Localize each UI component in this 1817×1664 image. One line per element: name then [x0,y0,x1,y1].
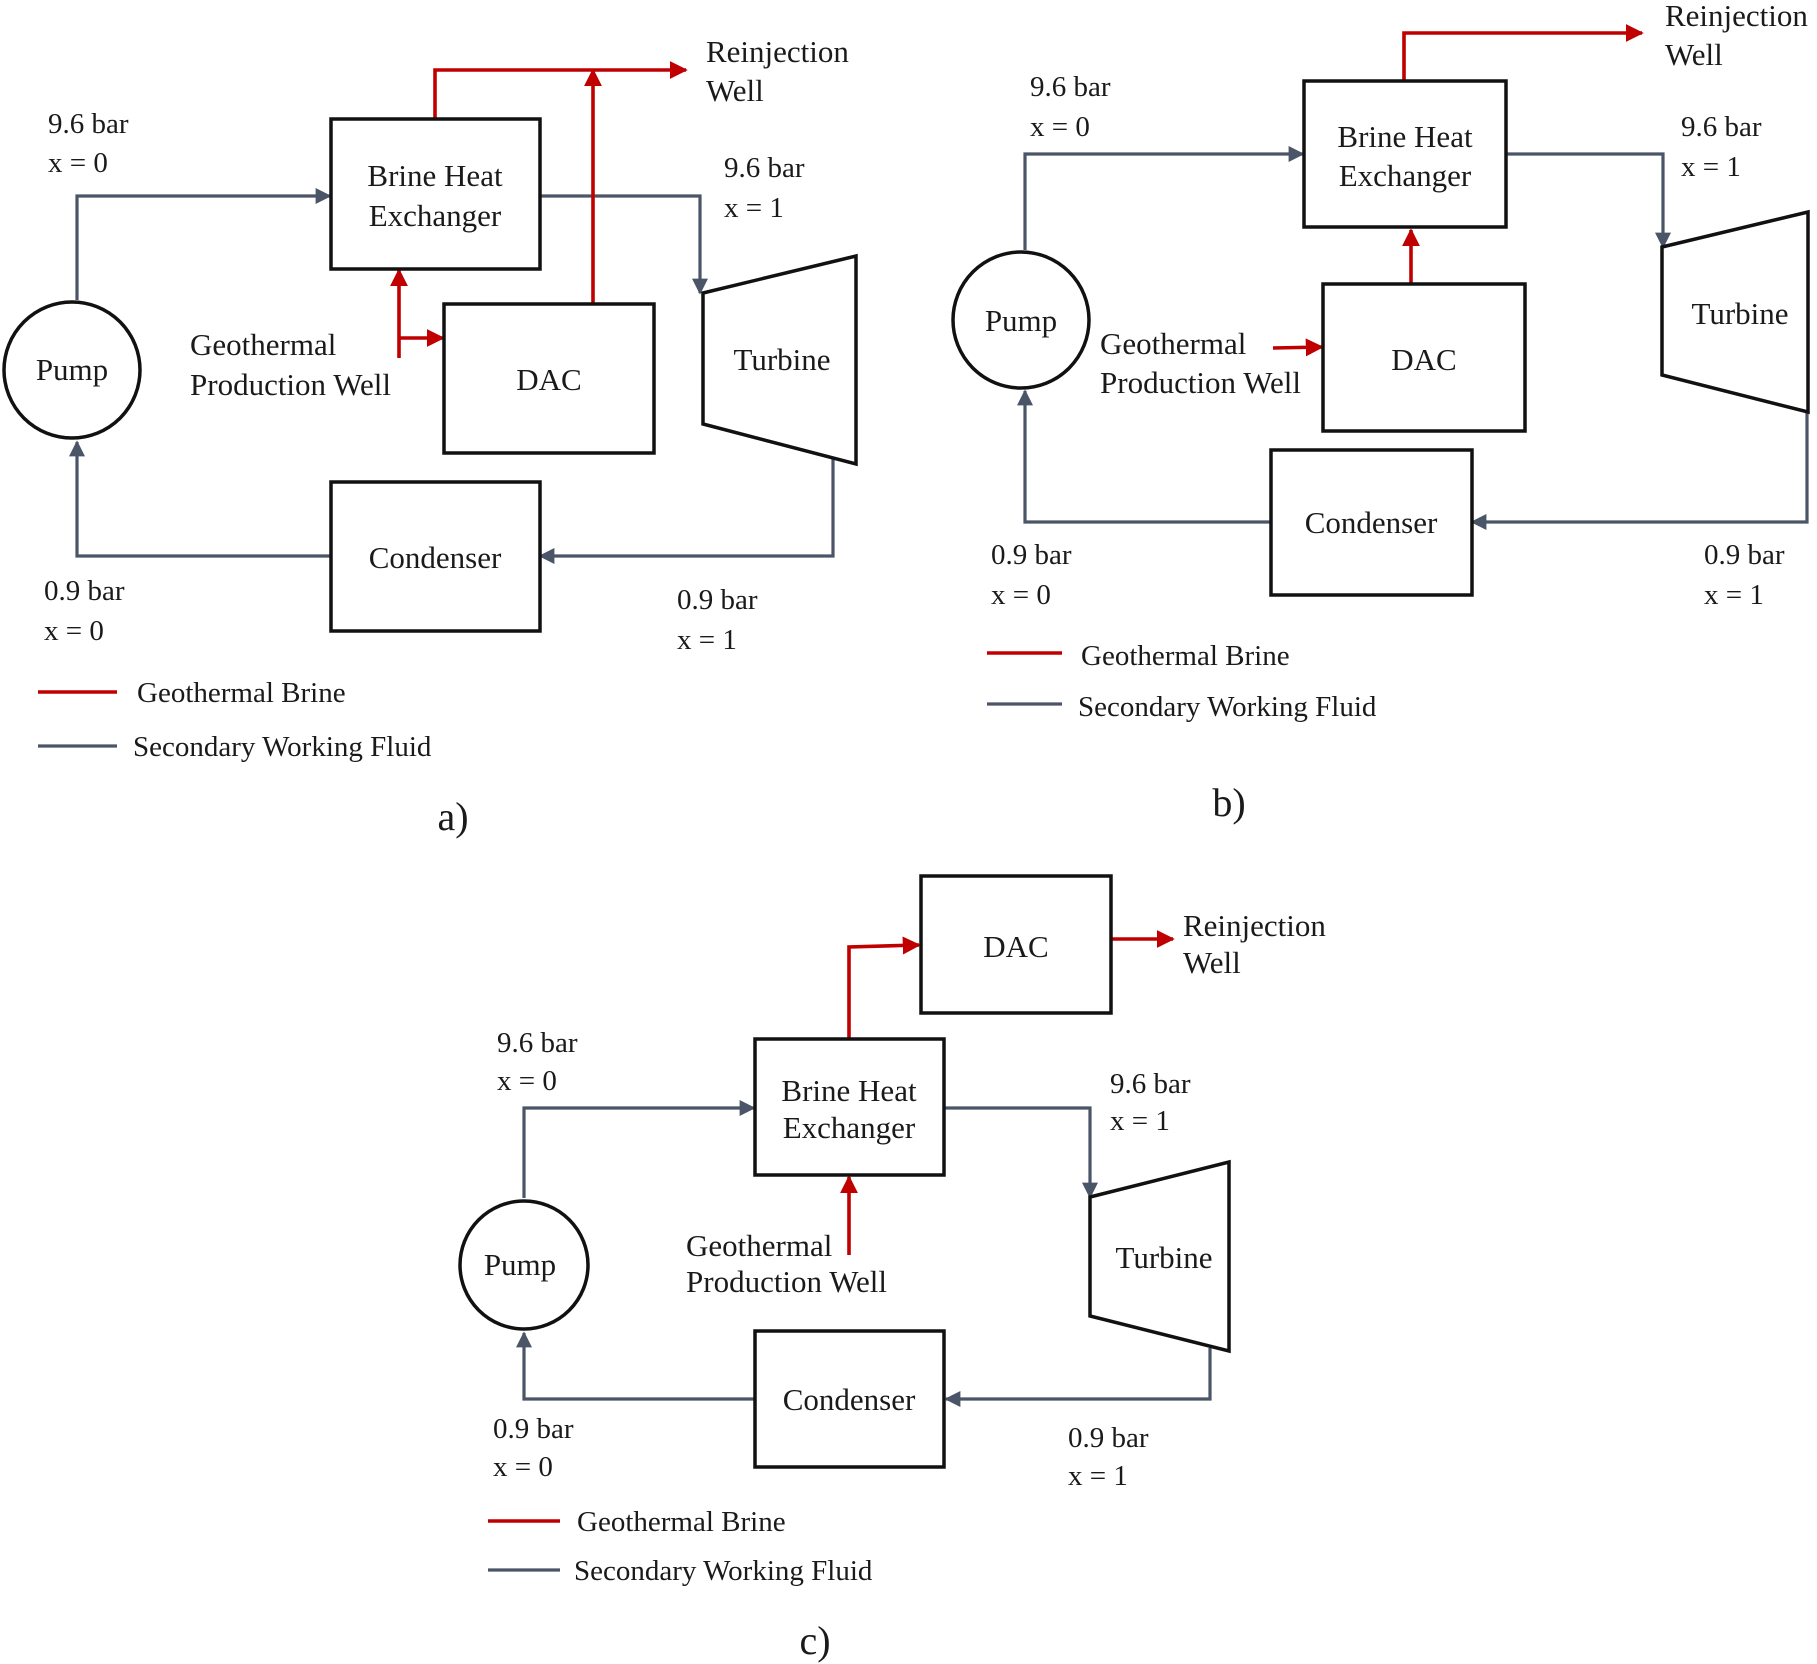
a-condenser-out-pressure: 0.9 bar [44,575,125,607]
b-production-to-dac-line [1272,338,1324,357]
a-dac-unit [442,302,656,455]
c-turbine-out-pressure: 0.9 bar [1068,1422,1149,1454]
b-condenser [1269,448,1474,597]
c-condenser-to-pump-line [516,1331,754,1401]
c-production-well-line1: Geothermal [686,1228,832,1263]
b-condenser-to-pump-line [1017,389,1270,524]
b-turbine-label: Turbine [1691,296,1788,331]
b-hx-label-line1: Brine Heat [1337,119,1473,154]
b-caption: b) [1212,780,1245,825]
a-hx-out-pressure: 9.6 bar [724,152,805,184]
c-brine-heat-exchanger [753,1037,946,1177]
a-turbine-out-pressure: 0.9 bar [677,584,758,616]
a-legend-brine-label: Geothermal Brine [137,677,346,709]
a-pump-label: Pump [36,352,108,387]
c-caption: c) [799,1618,830,1663]
a-caption: a) [437,794,468,839]
c-pump-label: Pump [484,1247,556,1282]
b-production-well-line2: Production Well [1100,365,1301,400]
b-reinjection-well-line1: Reinjection [1665,0,1808,33]
a-condenser-to-pump-line [69,440,330,558]
b-production-well-line1: Geothermal [1100,326,1246,361]
a-legend-fluid-label: Secondary Working Fluid [133,731,432,763]
b-pump-to-hx-line [1023,146,1305,250]
a-turbine [701,253,858,467]
b-pump-out-pressure: 9.6 bar [1030,71,1111,103]
b-hx-label-line2: Exchanger [1339,158,1472,193]
panel-b: Pump Brine Heat Exchanger DAC Turbine Co… [951,0,1810,825]
c-turbine-to-condenser-line [944,1348,1212,1407]
b-legend-fluid-label: Secondary Working Fluid [1078,691,1377,723]
a-hx-label-line1: Brine Heat [367,158,503,193]
b-pump [951,250,1091,390]
a-pump-to-hx-line [75,188,332,300]
c-condenser [753,1329,946,1469]
c-hx-label-line2: Exchanger [783,1110,916,1145]
c-legend-brine-label: Geothermal Brine [577,1506,786,1538]
b-condenser-out-pressure: 0.9 bar [991,539,1072,571]
c-pump-out-pressure: 9.6 bar [497,1027,578,1059]
a-pump-out-quality: x = 0 [48,147,108,179]
c-hx-to-dac-line [847,936,921,1039]
c-dac-unit [919,874,1113,1015]
c-pump-out-quality: x = 0 [497,1065,557,1097]
b-pump-out-quality: x = 0 [1030,111,1090,143]
b-hx-out-pressure: 9.6 bar [1681,111,1762,143]
c-hx-to-turbine-line [944,1106,1098,1199]
b-turbine-to-condenser-line [1470,412,1809,530]
c-turbine-out-quality: x = 1 [1068,1460,1128,1492]
b-brine-heat-exchanger [1302,79,1508,229]
a-production-well-line1: Geothermal [190,327,336,362]
panel-c: Pump DAC Brine Heat Exchanger Turbine Co… [458,874,1326,1663]
c-legend-fluid-label: Secondary Working Fluid [574,1555,873,1587]
c-pump-to-hx-line [522,1100,756,1198]
b-legend-brine-label: Geothermal Brine [1081,640,1290,672]
panel-a: Pump Brine Heat Exchanger DAC Turbine Co… [2,34,858,839]
b-condenser-label: Condenser [1305,505,1438,540]
a-hx-label-line2: Exchanger [369,198,502,233]
a-production-well-line2: Production Well [190,367,391,402]
c-condenser-out-quality: x = 0 [493,1451,553,1483]
b-hx-to-reinjection-line [1402,24,1644,81]
a-reinjection-well-line1: Reinjection [706,34,849,69]
c-condenser-out-pressure: 0.9 bar [493,1413,574,1445]
a-dac-label: DAC [516,362,581,397]
a-turbine-to-condenser-line [538,455,835,564]
b-hx-to-turbine-line [1506,152,1671,249]
b-dac-unit [1321,282,1527,433]
b-condenser-out-quality: x = 0 [991,579,1051,611]
b-pump-label: Pump [985,303,1057,338]
c-hx-out-pressure: 9.6 bar [1110,1068,1191,1100]
c-turbine [1088,1159,1231,1354]
c-condenser-label: Condenser [783,1382,916,1417]
b-turbine-out-quality: x = 1 [1704,579,1764,611]
c-reinjection-well-line1: Reinjection [1183,908,1326,943]
a-turbine-label: Turbine [733,342,830,377]
b-turbine [1660,209,1810,415]
a-pump-out-pressure: 9.6 bar [48,108,129,140]
a-condenser-label: Condenser [369,540,502,575]
a-turbine-out-quality: x = 1 [677,624,737,656]
b-reinjection-well-line2: Well [1665,37,1723,72]
a-condenser [329,480,542,633]
a-hx-out-quality: x = 1 [724,192,784,224]
b-hx-out-quality: x = 1 [1681,151,1741,183]
a-hx-to-turbine-line [540,194,708,295]
a-hx-to-reinjection-line [433,61,688,119]
c-turbine-label: Turbine [1115,1240,1212,1275]
a-brine-heat-exchanger [329,117,542,271]
c-production-well-line2: Production Well [686,1264,887,1299]
c-pump [458,1199,590,1331]
a-reinjection-well-line2: Well [706,73,764,108]
a-condenser-out-quality: x = 0 [44,615,104,647]
a-pump [2,300,142,440]
c-dac-label: DAC [983,929,1048,964]
c-reinjection-well-line2: Well [1183,945,1241,980]
b-dac-label: DAC [1391,342,1456,377]
b-turbine-out-pressure: 0.9 bar [1704,539,1785,571]
c-hx-label-line1: Brine Heat [781,1073,917,1108]
c-hx-out-quality: x = 1 [1110,1105,1170,1137]
